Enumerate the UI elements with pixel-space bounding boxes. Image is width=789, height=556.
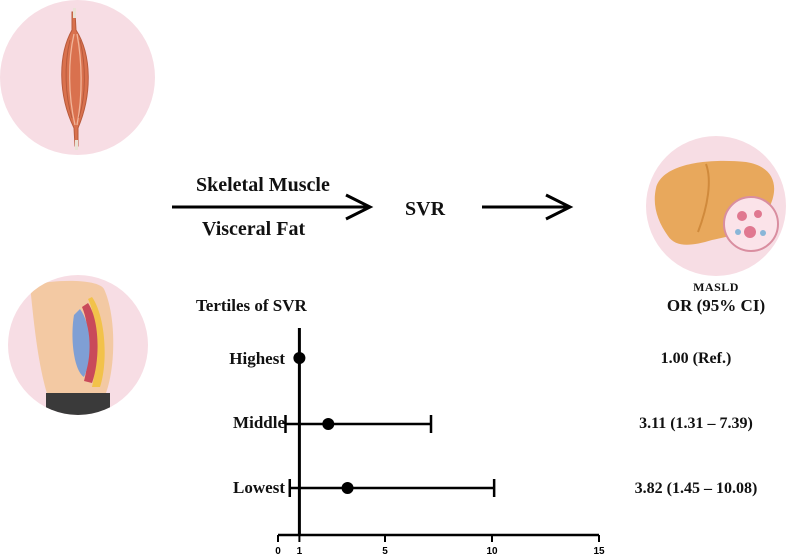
- x-tick-label: 0: [275, 546, 281, 556]
- visceral-fat-label: Visceral Fat: [202, 218, 306, 240]
- x-tick-label: 15: [593, 546, 605, 556]
- right-arrow-icon: [172, 193, 374, 221]
- or-value-lowest: 3.82 (1.45 – 10.08): [634, 480, 758, 497]
- or-value-middle: 3.11 (1.31 – 7.39): [639, 415, 753, 432]
- row-label-middle: Middle: [233, 413, 285, 432]
- fatty-liver-icon: [654, 160, 779, 252]
- point-estimate: [293, 352, 306, 364]
- row-label-highest: Highest: [229, 349, 285, 368]
- row-label-lowest: Lowest: [233, 478, 285, 497]
- abdomen-illustration: [8, 275, 148, 415]
- right-arrow-icon: [482, 193, 574, 221]
- svr-label: SVR: [405, 198, 446, 220]
- outcome-label: MASLD: [693, 280, 739, 294]
- muscle-illustration: [0, 0, 155, 155]
- liver-illustration: [646, 136, 786, 276]
- point-estimate: [322, 418, 335, 430]
- abdomen-visceral-fat-icon: [30, 280, 114, 415]
- or-ci-header: OR (95% CI): [666, 296, 766, 315]
- x-tick-label: 5: [382, 546, 388, 556]
- x-tick-label: 1: [297, 546, 303, 556]
- or-value-highest: 1.00 (Ref.): [660, 350, 732, 367]
- tertiles-header: Tertiles of SVR: [196, 296, 307, 315]
- x-tick-label: 10: [486, 546, 498, 556]
- skeletal-muscle-icon: [61, 8, 89, 150]
- point-estimate: [341, 482, 354, 494]
- skeletal-muscle-label: Skeletal Muscle: [196, 174, 330, 196]
